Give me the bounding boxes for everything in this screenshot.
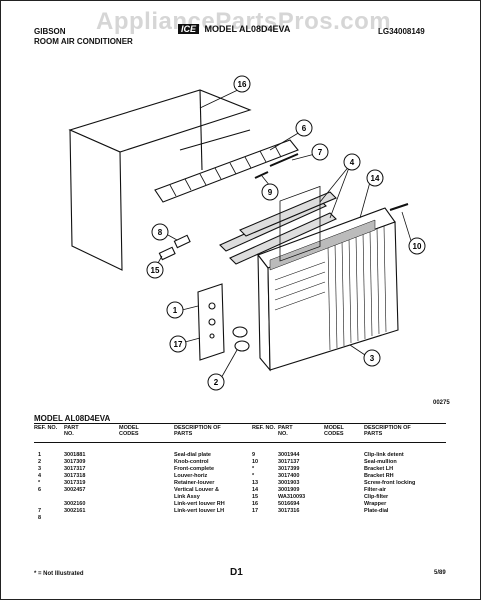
svg-text:10: 10 — [413, 242, 422, 251]
figure-code: 00275 — [433, 400, 450, 406]
header-part-no-right: PART NO. — [278, 425, 293, 437]
callout-17: 17 — [169, 335, 187, 353]
callout-9: 9 — [261, 183, 279, 201]
brand-name: GIBSON — [34, 27, 66, 36]
revision-date: 5/89 — [434, 570, 446, 576]
dial-plate-part — [197, 283, 225, 361]
document-id: LG34008149 — [378, 27, 425, 36]
header-ref-no-left: REF. NO. — [34, 425, 58, 431]
callout-4: 4 — [343, 153, 361, 171]
svg-text:8: 8 — [158, 228, 163, 237]
table-row: 8 — [38, 515, 42, 521]
header-model: MODEL AL08D4EVA — [204, 24, 291, 34]
svg-text:7: 7 — [318, 148, 323, 157]
callouts: 16 6 7 9 4 14 10 8 15 1 17 2 3 — [146, 75, 426, 391]
vertical-louver-assembly — [154, 139, 299, 203]
table-header-rule — [34, 442, 446, 443]
callout-7: 7 — [311, 143, 329, 161]
callout-16: 16 — [233, 75, 251, 93]
svg-text:14: 14 — [371, 174, 380, 183]
header-part-no-left: PART NO. — [64, 425, 79, 437]
table-top-rule — [34, 423, 446, 424]
svg-text:6: 6 — [302, 124, 307, 133]
header-center: ICE MODEL AL08D4EVA — [178, 24, 290, 34]
svg-text:4: 4 — [350, 158, 355, 167]
header-left: GIBSON ROOM AIR CONDITIONER — [34, 27, 133, 47]
callout-8: 8 — [151, 223, 169, 241]
product-name: ROOM AIR CONDITIONER — [34, 37, 133, 46]
svg-text:15: 15 — [151, 266, 160, 275]
callout-15: 15 — [146, 261, 164, 279]
front-complete-part — [257, 185, 399, 372]
knob-control-part — [232, 326, 250, 352]
callout-1: 1 — [166, 301, 184, 319]
svg-text:9: 9 — [268, 188, 273, 197]
exploded-diagram: 16 6 7 9 4 14 10 8 15 1 17 2 3 — [68, 75, 426, 391]
wrapper-part — [68, 89, 252, 271]
page-number: D1 — [230, 567, 243, 578]
footnote: * = Not Illustrated — [34, 571, 84, 577]
table-model-line: MODEL AL08D4EVA — [34, 414, 111, 423]
header-ref-no-right: REF. NO. — [252, 425, 276, 431]
header-model-codes-left: MODEL CODES — [119, 425, 139, 437]
callout-14: 14 — [366, 169, 384, 187]
callout-2: 2 — [207, 373, 225, 391]
svg-text:3: 3 — [370, 354, 375, 363]
svg-text:16: 16 — [238, 80, 247, 89]
table-row: Link Assy — [174, 494, 200, 500]
header-description-right: DESCRIPTION OF PARTS — [364, 425, 411, 437]
callout-10: 10 — [408, 237, 426, 255]
horizontal-louvers — [219, 191, 337, 265]
svg-text:2: 2 — [214, 378, 219, 387]
watermark: AppliancePartsPros.com — [96, 8, 392, 35]
callout-6: 6 — [295, 119, 313, 137]
header-description-left: DESCRIPTION OF PARTS — [174, 425, 221, 437]
svg-text:1: 1 — [173, 306, 178, 315]
svg-text:17: 17 — [174, 340, 183, 349]
brand-logo: ICE — [178, 24, 200, 34]
header-model-codes-right: MODEL CODES — [324, 425, 344, 437]
callout-3: 3 — [363, 349, 381, 367]
